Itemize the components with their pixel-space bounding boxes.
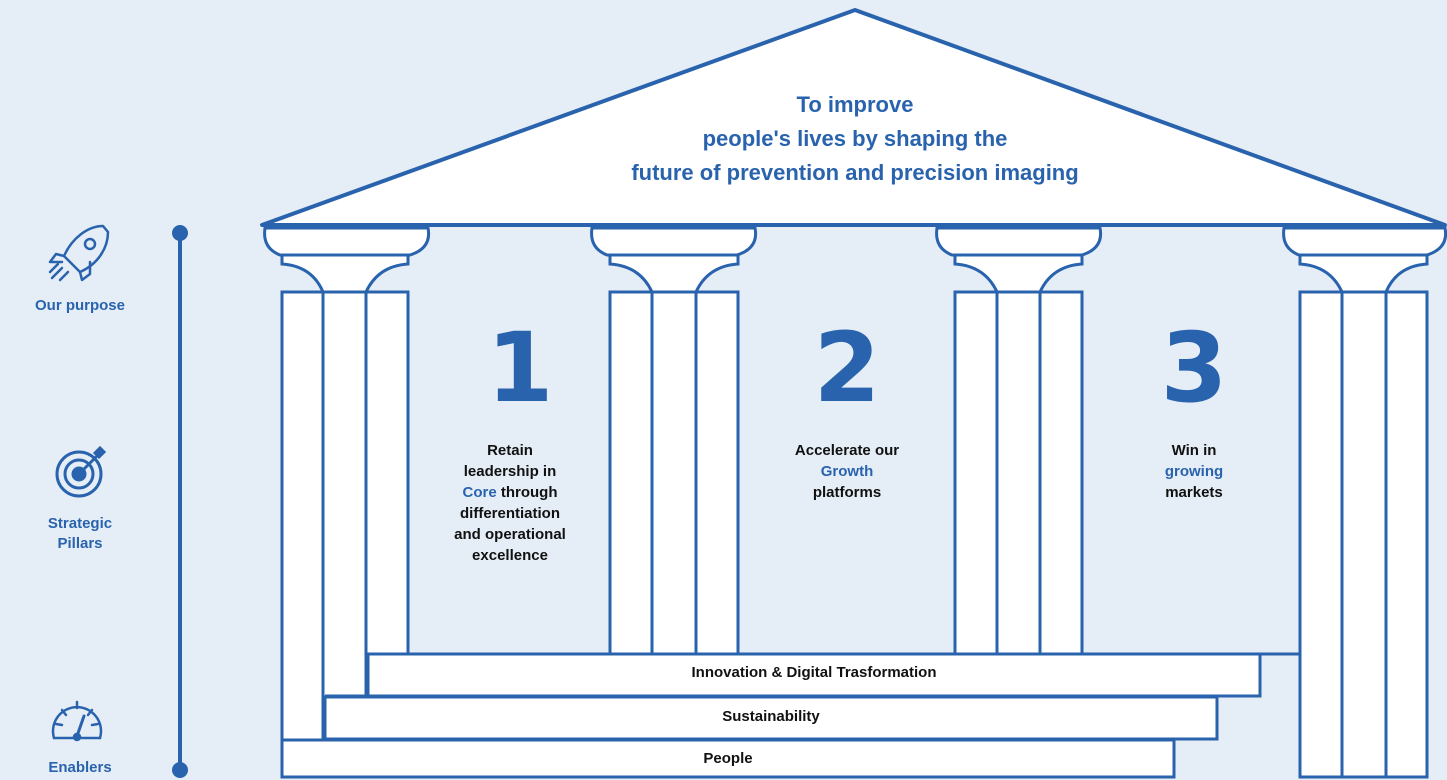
pillar-2-text: Accelerate our Growth platforms	[757, 440, 937, 503]
column-2	[590, 226, 758, 656]
pillar-1-number: 1	[486, 312, 554, 424]
step-middle	[323, 695, 1219, 741]
pillar-1-line-4: differentiation	[460, 505, 560, 522]
pillar-1-line-1: Retain	[487, 442, 533, 459]
step-innovation-label: Innovation & Digital Trasformation	[691, 664, 937, 681]
pillar-1-line-3: Core through	[420, 482, 600, 503]
pillar-1-line-5: and operational	[454, 526, 566, 543]
step-bottom	[280, 738, 1176, 779]
strategic-pillars-label: Strategic Pillars	[20, 514, 140, 554]
pillar-2-accent: Growth	[820, 463, 874, 480]
pillar-1-after-accent: through	[496, 484, 558, 501]
purpose-line-1: To improve	[796, 92, 914, 117]
strategic-pillars-label-line-2: Pillars	[57, 535, 103, 552]
rocket-icon	[48, 224, 110, 282]
pillar-1-line-2: leadership in	[463, 463, 557, 480]
enablers-label: Enablers	[48, 759, 112, 776]
speedometer-icon	[51, 700, 103, 742]
pillar-1-text: Retain leadership in Core through differ…	[420, 440, 600, 566]
column-3	[935, 226, 1103, 656]
column-4	[1282, 226, 1447, 779]
purpose-statement: To improve people's lives by shaping the…	[520, 88, 1190, 190]
pillar-2-number: 2	[813, 312, 881, 424]
pillar-2-line-1: Accelerate our	[794, 442, 900, 459]
pillar-3-accent: growing	[1164, 463, 1224, 480]
purpose-line-3: future of prevention and precision imagi…	[631, 160, 1079, 185]
strategic-pillars-label-line-1: Strategic	[47, 515, 113, 532]
pillar-1-line-6: excellence	[472, 547, 548, 564]
our-purpose-label: Our purpose	[34, 297, 125, 314]
step-people-label: People	[703, 750, 753, 767]
timeline	[172, 225, 188, 778]
pillar-3-line-1: Win in	[1171, 442, 1217, 459]
purpose-line-2: people's lives by shaping the	[702, 126, 1008, 151]
roof	[260, 8, 1447, 227]
base-steps	[280, 652, 1300, 779]
pillar-3-text: Win in growing markets	[1104, 440, 1284, 503]
pillar-1-accent: Core	[462, 484, 497, 501]
pillar-2-line-3: platforms	[812, 484, 882, 501]
target-icon	[55, 445, 107, 498]
step-top	[366, 652, 1262, 698]
pillar-3-number: 3	[1160, 312, 1228, 424]
step-sustainability-label: Sustainability	[722, 708, 820, 725]
pillar-3-line-3: markets	[1165, 484, 1223, 501]
